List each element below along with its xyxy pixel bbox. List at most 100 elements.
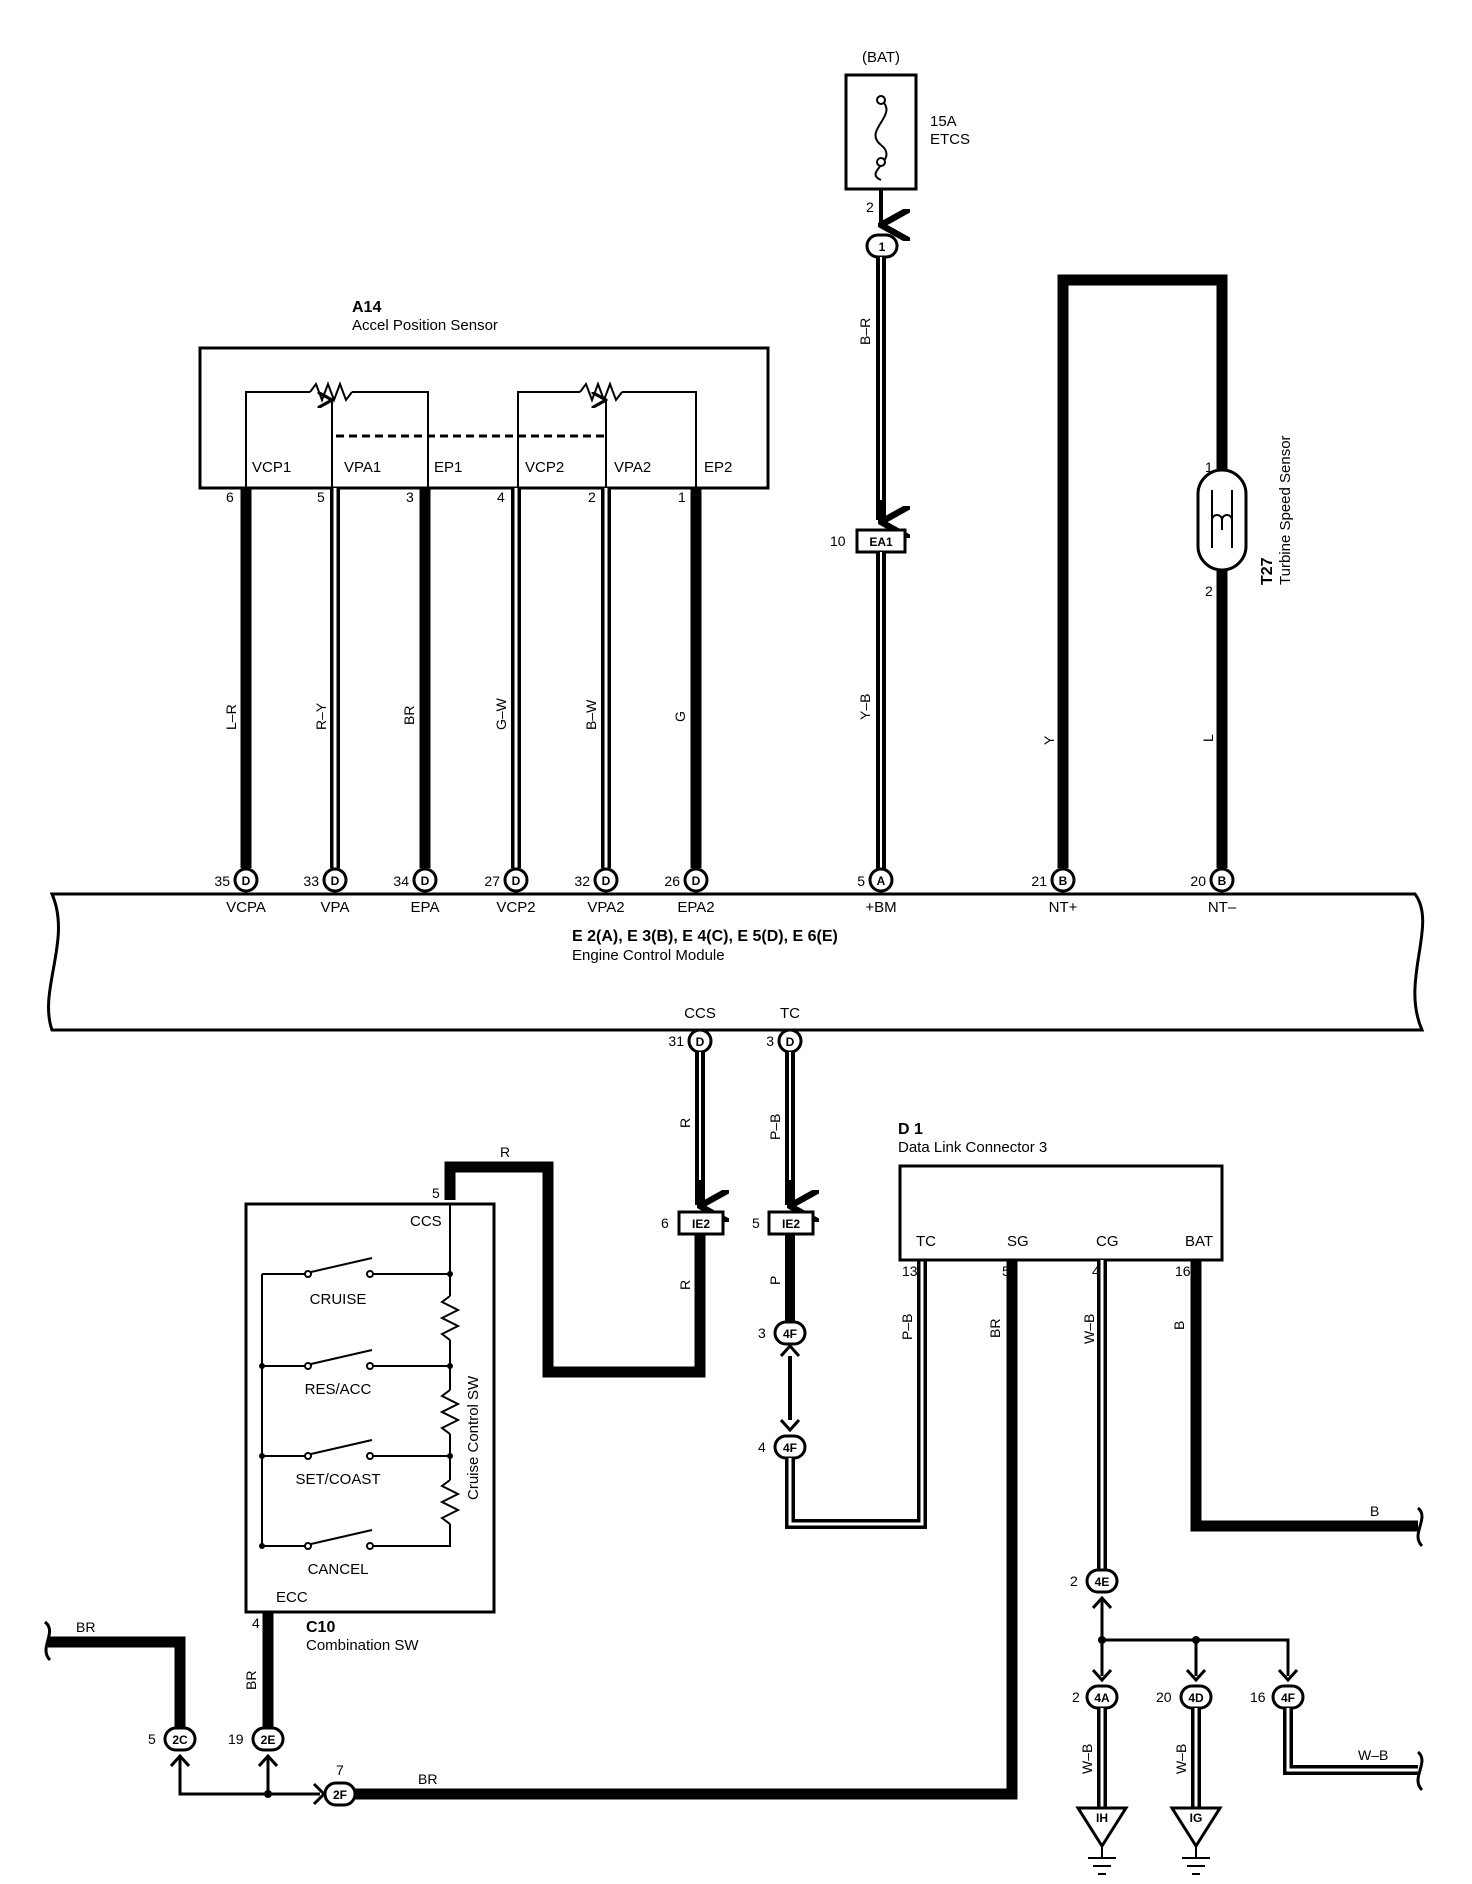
ecm-pin-nt-minus: B 20 NT– bbox=[1190, 867, 1237, 916]
br-ground-circuit: BR 2E 19 BR 2C 5 2F 7 BR bbox=[43, 1612, 437, 1807]
bat-out-color: B bbox=[1370, 1503, 1379, 1519]
tc-junction2-pin: 4 bbox=[758, 1439, 766, 1455]
combination-sw-name: Combination SW bbox=[306, 1637, 419, 1654]
tc-circuit: P–B IE2 5 P 4F 3 4F 4 bbox=[752, 1052, 927, 1529]
nt-plus-color: Y bbox=[1041, 735, 1057, 745]
svg-text:B: B bbox=[1218, 874, 1227, 888]
cg-junction: 4E bbox=[1095, 1575, 1110, 1589]
svg-text:D: D bbox=[331, 874, 340, 888]
ecm-pin-vpa: D 33 VPA bbox=[303, 867, 349, 916]
sensor-pin: 6 bbox=[226, 489, 234, 505]
ea1-connector: EA1 bbox=[869, 535, 893, 549]
ccs-route-color: R bbox=[500, 1144, 510, 1160]
svg-text:+BM: +BM bbox=[865, 899, 896, 916]
svg-text:16: 16 bbox=[1250, 1689, 1266, 1705]
svg-text:A: A bbox=[877, 874, 886, 888]
sensor-pin: 3 bbox=[406, 489, 414, 505]
turbine-speed-sensor: 1 2 T27 Turbine Speed Sensor Y L bbox=[1041, 274, 1294, 868]
cg-ground-circuit: 4E 2 4A 2 W–B IH 4D 20 bbox=[1070, 1260, 1424, 1875]
svg-text:35: 35 bbox=[214, 873, 230, 889]
turbine-pin1: 1 bbox=[1205, 459, 1213, 475]
ecm-pin-vcpa: D 35 VCPA bbox=[214, 867, 266, 916]
ccs-upper-color: R bbox=[677, 1118, 693, 1128]
svg-text:VCP2: VCP2 bbox=[496, 899, 535, 916]
ecm-pin-bm: A 5 +BM bbox=[857, 867, 897, 916]
sensor-pin: 2 bbox=[588, 489, 596, 505]
tc-junction2: 4F bbox=[783, 1441, 797, 1455]
cruise-vertical-label: Cruise Control SW bbox=[465, 1375, 482, 1500]
right-junction-pin: 7 bbox=[336, 1762, 344, 1778]
turbine-name: Turbine Speed Sensor bbox=[1277, 435, 1294, 585]
cg-junction-pin: 2 bbox=[1070, 1573, 1078, 1589]
terminal-vcp1: VCP1 bbox=[252, 459, 291, 476]
ecm-pin-epa2: D 26 EPA2 bbox=[664, 867, 715, 916]
dlc-terminal-tc: TC bbox=[916, 1233, 936, 1250]
ea1-pin: 10 bbox=[830, 533, 846, 549]
tc-junction1-pin: 3 bbox=[758, 1325, 766, 1341]
ecm-bottom-pins: CCS D 31 TC D 3 bbox=[668, 1005, 803, 1054]
terminal-vcp2: VCP2 bbox=[525, 459, 564, 476]
svg-text:21: 21 bbox=[1031, 873, 1047, 889]
accel-position-sensor: A14 Accel Position Sensor VCP1 VPA1 EP1 … bbox=[198, 299, 770, 490]
wire-color: R–Y bbox=[313, 702, 329, 730]
branch-4f: 4F 16 W–B bbox=[1250, 1684, 1424, 1792]
ccs-switch-pin: 5 bbox=[432, 1185, 440, 1201]
sg-wire bbox=[355, 1260, 1018, 1800]
ecc-terminal: ECC bbox=[276, 1589, 308, 1606]
ecm-code: E 2(A), E 3(B), E 4(C), E 5(D), E 6(E) bbox=[572, 928, 838, 945]
combination-sw-code: C10 bbox=[306, 1619, 335, 1636]
svg-text:W–B: W–B bbox=[1173, 1744, 1189, 1774]
dlc-wire-color: W–B bbox=[1081, 1314, 1097, 1344]
svg-text:D: D bbox=[512, 874, 521, 888]
bm-lower-color: Y–B bbox=[857, 694, 873, 720]
svg-text:VCPA: VCPA bbox=[226, 899, 266, 916]
resistor-icon bbox=[439, 1295, 461, 1341]
left-junction-pin: 5 bbox=[148, 1731, 156, 1747]
svg-text:NT+: NT+ bbox=[1049, 899, 1078, 916]
svg-text:34: 34 bbox=[393, 873, 409, 889]
ccs-lower-color: R bbox=[677, 1280, 693, 1290]
dlc-terminal-sg: SG bbox=[1007, 1233, 1029, 1250]
nt-minus-color: L bbox=[1200, 734, 1216, 742]
dlc-code: D 1 bbox=[898, 1121, 923, 1138]
data-link-connector: D 1 Data Link Connector 3 TC SG CG BAT 1… bbox=[898, 1121, 1224, 1344]
svg-text:CCS: CCS bbox=[684, 1005, 716, 1022]
ecm-pin-vpa2: D 32 VPA2 bbox=[574, 867, 625, 916]
svg-text:20: 20 bbox=[1156, 1689, 1172, 1705]
bottom-color: BR bbox=[418, 1771, 437, 1787]
sensor-wires: 6 5 3 4 2 1 L–R R–Y BR G–W B–W G bbox=[223, 488, 702, 868]
fuse-icon bbox=[874, 99, 888, 181]
tc-lower-color: P bbox=[767, 1276, 783, 1285]
dlc-terminal-bat: BAT bbox=[1185, 1233, 1213, 1250]
dlc-name: Data Link Connector 3 bbox=[898, 1139, 1047, 1156]
dlc-wire-color: B bbox=[1171, 1321, 1187, 1330]
svg-text:20: 20 bbox=[1190, 873, 1206, 889]
svg-text:W–B: W–B bbox=[1079, 1744, 1095, 1774]
bat-junction: 1 bbox=[879, 240, 886, 254]
cruise-control-switch: 5 CCS CRUISE RES/ACC bbox=[244, 1185, 496, 1654]
fuse-rating: 15A bbox=[930, 113, 957, 130]
svg-text:2: 2 bbox=[1072, 1689, 1080, 1705]
ccs-connector-pin: 6 bbox=[661, 1215, 669, 1231]
right-junction: 2F bbox=[333, 1788, 347, 1802]
branch-4a: 4A 2 W–B IH bbox=[1072, 1684, 1129, 1875]
svg-text:D: D bbox=[692, 874, 701, 888]
engine-control-module: E 2(A), E 3(B), E 4(C), E 5(D), E 6(E) E… bbox=[47, 892, 1425, 1032]
accel-sensor-name: Accel Position Sensor bbox=[352, 317, 498, 334]
sensor-pin: 4 bbox=[497, 489, 505, 505]
ecm-pin-epa: D 34 EPA bbox=[393, 867, 440, 916]
wire-color: G bbox=[672, 711, 688, 722]
ground-ih: IH bbox=[1096, 1811, 1108, 1825]
svg-text:EPA: EPA bbox=[411, 899, 440, 916]
dlc-terminal-cg: CG bbox=[1096, 1233, 1119, 1250]
ecm-pin-ccs: CCS D 31 bbox=[668, 1005, 716, 1054]
tc-upper-color: P–B bbox=[767, 1114, 783, 1140]
resistor-icon bbox=[439, 1479, 461, 1525]
fuse-name: ETCS bbox=[930, 131, 970, 148]
accel-sensor-code: A14 bbox=[352, 299, 381, 316]
terminal-ep1: EP1 bbox=[434, 459, 462, 476]
wire-color: L–R bbox=[223, 704, 239, 730]
wire-color: BR bbox=[401, 706, 417, 725]
svg-text:4D: 4D bbox=[1188, 1691, 1204, 1705]
